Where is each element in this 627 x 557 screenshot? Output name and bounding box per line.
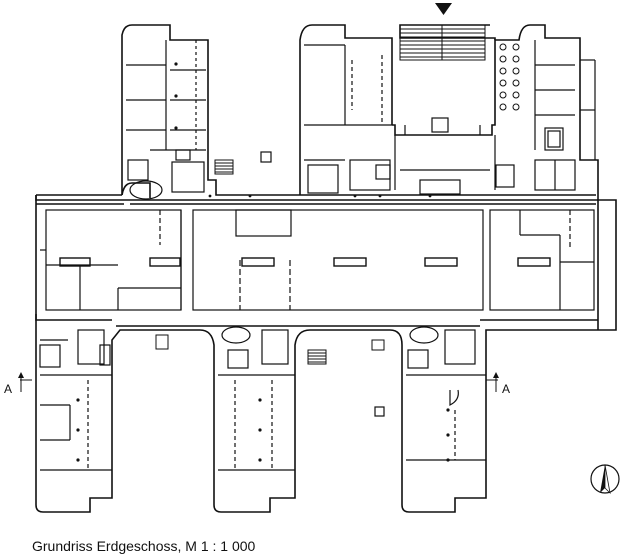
building-outline (35, 24, 617, 513)
section-label-right: A (502, 382, 510, 396)
stairs (155, 159, 385, 365)
piers (59, 257, 551, 267)
drawing-caption: Grundriss Erdgeschoss, M 1 : 1 000 (32, 538, 256, 554)
planters (129, 180, 439, 344)
left-upper-wing-rooms (126, 40, 206, 193)
cafeteria-tables (499, 43, 520, 111)
lower-left-wing-rooms (39, 329, 112, 471)
section-marker-left: A (4, 372, 32, 396)
middle-upper-wing-rooms (304, 44, 515, 195)
section-marker-right: A (486, 372, 510, 396)
north-arrow-icon (590, 464, 620, 495)
entrance-arrow-icon (435, 3, 452, 15)
main-block-rooms (40, 209, 595, 311)
column-dots (76, 62, 450, 462)
lower-middle-wing-rooms (218, 329, 295, 471)
right-upper-wing-rooms (534, 40, 596, 191)
lower-right-wing-rooms (406, 329, 486, 461)
courtyard-marker (374, 406, 385, 417)
entrance-stairs (399, 24, 486, 61)
courtyard-marker (260, 151, 272, 163)
section-label-left: A (4, 382, 12, 396)
